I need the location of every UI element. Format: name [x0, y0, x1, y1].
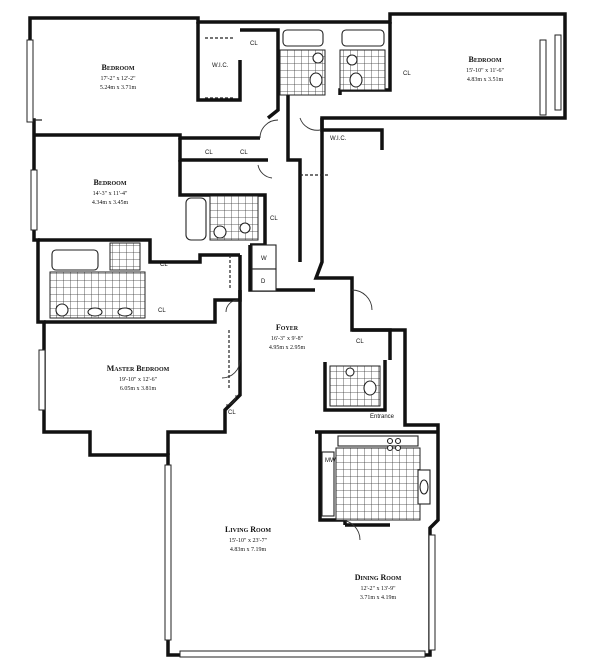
window-living-west — [164, 464, 172, 641]
bathtub-icon — [51, 249, 99, 271]
closet-label: CL — [250, 41, 258, 47]
room-name: Bedroom — [93, 178, 126, 187]
toilet-icon — [55, 303, 69, 317]
counter — [337, 435, 419, 447]
room-name: Living Room — [225, 525, 271, 534]
bath-north-1 — [279, 29, 326, 96]
room-dim-ft: 15'-10" x 11'-6" — [466, 68, 504, 74]
window-master — [38, 349, 46, 411]
room-dim-m: 6.05m x 3.81m — [120, 386, 157, 392]
kitchen — [321, 435, 431, 521]
room-labels: Bedroom 17'-2" x 12'-2" 5.24m x 3.71m Be… — [92, 55, 505, 601]
door-nw-bedroom — [259, 119, 279, 139]
sink-icon — [346, 54, 358, 66]
room-dim-m: 5.24m x 3.71m — [100, 85, 137, 91]
microwave-label: MW — [325, 458, 336, 464]
bathtub-icon — [282, 29, 324, 47]
door-w-bedroom — [257, 164, 273, 179]
small-labels: W.I.C. CL CL W.I.C. CL CL CL CL CL CL CL… — [158, 41, 411, 464]
window-ne-bedroom-1 — [539, 39, 547, 116]
closet-label: CL — [403, 71, 411, 77]
room-dim-ft: 14'-3" x 11'-4" — [93, 191, 128, 197]
closet-label: CL — [205, 150, 213, 156]
bath-center — [185, 195, 259, 241]
room-name: Bedroom — [101, 63, 134, 72]
room-dim-m: 4.95m x 2.95m — [269, 345, 306, 351]
sink-icon — [345, 367, 355, 377]
window-dining-east — [428, 534, 436, 651]
closet-label: CL — [160, 262, 168, 268]
door-ne-bedroom — [299, 117, 321, 131]
laundry — [251, 244, 277, 292]
room-dim-ft: 12'-2" x 13'-9" — [360, 586, 396, 592]
room-dim-m: 3.71m x 4.19m — [360, 595, 397, 601]
shower-icon — [109, 242, 141, 271]
room-name: Master Bedroom — [107, 364, 170, 373]
closet-label: CL — [158, 308, 166, 314]
window-living-south — [179, 650, 426, 658]
room-dim-m: 4.83m x 7.19m — [230, 547, 267, 553]
sink-icon — [239, 222, 251, 234]
exterior-walls — [28, 12, 567, 657]
sink-icon — [312, 52, 324, 64]
toilet-icon — [213, 225, 227, 239]
exterior-wall-outline — [28, 12, 567, 657]
wic-label: W.I.C. — [330, 136, 347, 142]
closet-label: CL — [356, 339, 364, 345]
washer-label: W — [261, 256, 267, 262]
room-dim-ft: 15'-10" x 23'-7" — [229, 538, 268, 544]
windows — [26, 34, 562, 658]
dryer-label: D — [261, 279, 266, 285]
room-dim-ft: 17'-2" x 12'-2" — [100, 76, 136, 82]
door-kitchen — [339, 519, 361, 541]
room-name: Bedroom — [468, 55, 501, 64]
bathtub-icon — [341, 29, 385, 47]
room-dim-m: 4.83m x 3.51m — [467, 77, 504, 83]
window-nw-bedroom — [26, 39, 34, 123]
bath-master — [49, 242, 146, 319]
door-master — [221, 359, 241, 379]
door-master-cl — [225, 394, 237, 406]
counter-west — [321, 451, 335, 517]
closet-label: CL — [240, 150, 248, 156]
doors — [221, 117, 373, 541]
room-dim-m: 4.34m x 3.45m — [92, 200, 129, 206]
toilet-icon — [363, 380, 377, 396]
powder-room — [329, 365, 381, 407]
bath-north-2 — [339, 29, 386, 91]
entrance-label: Entrance — [370, 414, 395, 420]
room-name: Dining Room — [355, 573, 402, 582]
toilet-icon — [349, 72, 363, 88]
room-dim-ft: 16'-3" x 9'-8" — [271, 336, 304, 342]
sink-icon — [87, 307, 103, 317]
door-master-closet — [225, 299, 239, 313]
closet-shelves — [205, 37, 330, 390]
window-w-bedroom — [30, 169, 38, 231]
window-ne-bedroom-2 — [554, 34, 562, 111]
room-dim-ft: 19'-10" x 12'-6" — [119, 377, 158, 383]
closet-label: CL — [228, 410, 236, 416]
sink-icon — [117, 307, 133, 317]
toilet-icon — [309, 72, 323, 88]
room-name: Foyer — [276, 323, 299, 332]
door-entrance — [351, 289, 373, 311]
bathtub-icon — [185, 197, 207, 241]
wic-label: W.I.C. — [212, 63, 229, 69]
closet-label: CL — [270, 216, 278, 222]
